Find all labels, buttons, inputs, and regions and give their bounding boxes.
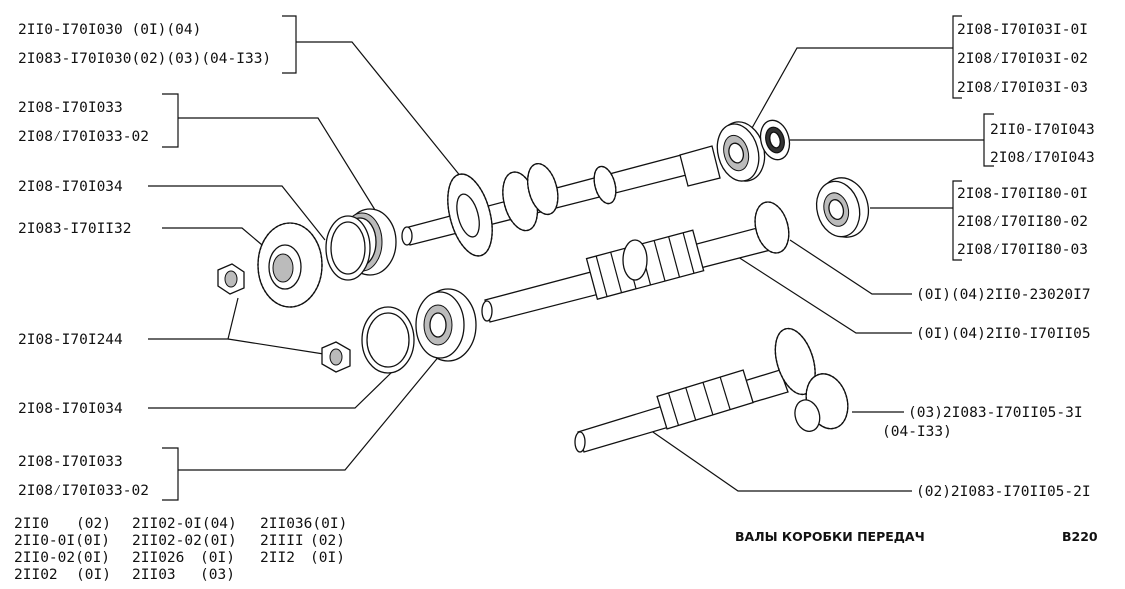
label-shaft-variant-3-line2: (04-I33)	[882, 424, 952, 440]
label-ring-top-line2: 2I08⁄I70I033-02	[18, 129, 149, 145]
model-cell-code: (02)	[76, 516, 111, 532]
label-shaft-variant-2-text: (02)2I083-I70II05-2I	[916, 484, 1091, 500]
label-nut: 2I08-I70I244	[18, 297, 331, 356]
model-cell-code: (03)	[200, 567, 235, 583]
gear-5th-drawing	[257, 222, 323, 308]
label-input-shaft-line1: 2II0-I70I030 (0I)(04)	[18, 22, 201, 38]
label-bearing-top-line1: 2I08-I70I03I-0I	[957, 22, 1088, 38]
model-cell: 2II03	[132, 567, 176, 583]
label-input-shaft-line2: 2I083-I70I030(02)(03)(04-I33)	[18, 51, 271, 67]
label-nut-text: 2I08-I70I244	[18, 332, 123, 348]
models-table: 2II0 (02) 2II0-0I(0I) 2II0-02(0I) 2II02 …	[14, 516, 347, 583]
bearing-left-bottom-drawing	[415, 288, 477, 362]
model-cell-code: (0I)	[76, 567, 111, 583]
lower-shaft-drawing	[574, 327, 849, 453]
model-cell: 2II02	[14, 567, 58, 583]
label-ring-bottom-line1: 2I08-I70I033	[18, 454, 123, 470]
label-gear-5th-text: 2I083-I70II32	[18, 221, 132, 237]
label-bearing-small-line1: 2II0-I70I043	[990, 122, 1095, 138]
model-cell: 2II026	[132, 550, 184, 566]
page-code: B220	[1062, 529, 1098, 544]
model-cell: 2II02-02(0I)	[132, 533, 237, 549]
input-shaft-drawing	[401, 119, 791, 257]
label-bearing-top-line2: 2I08⁄I70I03I-02	[957, 51, 1088, 67]
label-bearing-right-line2: 2I08⁄I70II80-02	[957, 214, 1088, 230]
nut-bottom-drawing	[321, 341, 351, 373]
model-cell-code: (0I)	[200, 550, 235, 566]
label-input-shaft: 2II0-I70I030 (0I)(04) 2I083-I70I030(02)(…	[18, 15, 471, 189]
model-cell: 2II036(0I)	[260, 516, 347, 532]
model-cell: 2II02-0I(04)	[132, 516, 237, 532]
label-ring-bottom: 2I08-I70I033 2I08⁄I70I033-02	[18, 354, 441, 501]
label-bearing-right-line3: 2I08⁄I70II80-03	[957, 242, 1088, 258]
label-spacer-bottom: 2I08-I70I034	[18, 371, 393, 417]
label-bearing-small-line2: 2I08⁄I70I043	[990, 150, 1095, 166]
model-cell: 2II0-02(0I)	[14, 550, 110, 566]
label-shaft-variant-2: (02)2I083-I70II05-2I	[649, 429, 1091, 500]
label-gear-5th: 2I083-I70II32	[18, 221, 269, 251]
label-spacer-top-text: 2I08-I70I034	[18, 179, 123, 195]
secondary-shaft-drawing	[481, 177, 870, 323]
model-cell-code: (02)	[310, 533, 345, 549]
label-shaft-variant-3-line1: (03)2I083-I70II05-3I	[908, 405, 1083, 421]
label-secondary-shaft: (0I)(04)2II0-I70II05	[734, 254, 1091, 342]
model-cell: 2II0	[14, 516, 49, 532]
label-gear-sensor: (0I)(04)2II0-23020I7	[789, 239, 1091, 303]
model-cell: 2II0-0I(0I)	[14, 533, 110, 549]
label-gear-sensor-text: (0I)(04)2II0-23020I7	[916, 287, 1091, 303]
label-bearing-small: 2II0-I70I043 2I08⁄I70I043	[790, 113, 1095, 167]
model-cell-code: (0I)	[310, 550, 345, 566]
label-ring-bottom-line2: 2I08⁄I70I033-02	[18, 483, 149, 499]
label-ring-top: 2I08-I70I033 2I08⁄I70I033-02	[18, 93, 381, 219]
label-spacer-bottom-text: 2I08-I70I034	[18, 401, 123, 417]
label-bearing-top-line3: 2I08⁄I70I03I-03	[957, 80, 1088, 96]
label-bearing-right: 2I08-I70II80-0I 2I08⁄I70II80-02 2I08⁄I70…	[870, 180, 1088, 261]
label-bearing-right-line1: 2I08-I70II80-0I	[957, 186, 1088, 202]
label-bearing-top: 2I08-I70I03I-0I 2I08⁄I70I03I-02 2I08⁄I70…	[751, 15, 1088, 129]
label-ring-top-line1: 2I08-I70I033	[18, 100, 123, 116]
model-cell: 2II2	[260, 550, 295, 566]
label-secondary-shaft-text: (0I)(04)2II0-I70II05	[916, 326, 1091, 342]
label-shaft-variant-3: (03)2I083-I70II05-3I (04-I33)	[852, 405, 1083, 440]
spacer-top-drawing	[325, 215, 371, 281]
model-cell: 2IIII	[260, 533, 304, 549]
label-spacer-top: 2I08-I70I034	[18, 179, 326, 241]
page-title: ВАЛЫ КОРОБКИ ПЕРЕДАЧ	[735, 529, 925, 544]
nut-top-drawing	[217, 263, 245, 295]
spacer-bottom-drawing	[361, 306, 415, 374]
